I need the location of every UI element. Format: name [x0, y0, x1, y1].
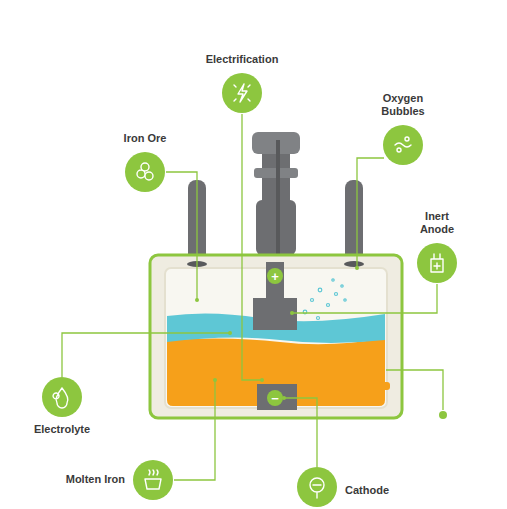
callout-icon	[125, 152, 165, 192]
cathode-plate	[257, 384, 297, 410]
callout-label: Iron Ore	[115, 132, 175, 145]
electrolysis-cell	[150, 255, 402, 418]
callout-circle: Oxygen Bubbles	[383, 125, 423, 165]
callout-circle: Electrification	[222, 73, 262, 113]
callout-label: Molten Iron	[55, 473, 125, 486]
callout-circle: Molten Iron	[133, 460, 173, 500]
leader-lines	[62, 114, 443, 480]
callout-icon	[297, 467, 337, 507]
callout-icon	[383, 125, 423, 165]
callout-circle: Inert Anode	[417, 243, 457, 283]
polarity-sign: +	[268, 270, 282, 283]
callout-circle: Electrolyte	[42, 377, 82, 417]
callout-circle: Iron Ore	[125, 152, 165, 192]
callout-label: Inert Anode	[412, 210, 462, 236]
callout-icon	[42, 377, 82, 417]
callout-circle: Cathode	[297, 467, 337, 507]
callout-icon	[222, 73, 262, 113]
molten-iron	[167, 338, 385, 406]
electrode-column	[252, 132, 300, 258]
leader-dots	[195, 266, 359, 400]
callout-label: Electrolyte	[22, 423, 102, 436]
oxygen-bubbles	[301, 279, 347, 327]
inert-anode	[253, 298, 297, 330]
callout-icon	[417, 243, 457, 283]
terminal-dot	[439, 411, 447, 419]
callout-label: Oxygen Bubbles	[373, 92, 433, 118]
callout-label: Electrification	[197, 53, 287, 66]
polarity-sign: −	[268, 392, 282, 405]
callout-icon	[133, 460, 173, 500]
callout-label: Cathode	[345, 484, 405, 497]
